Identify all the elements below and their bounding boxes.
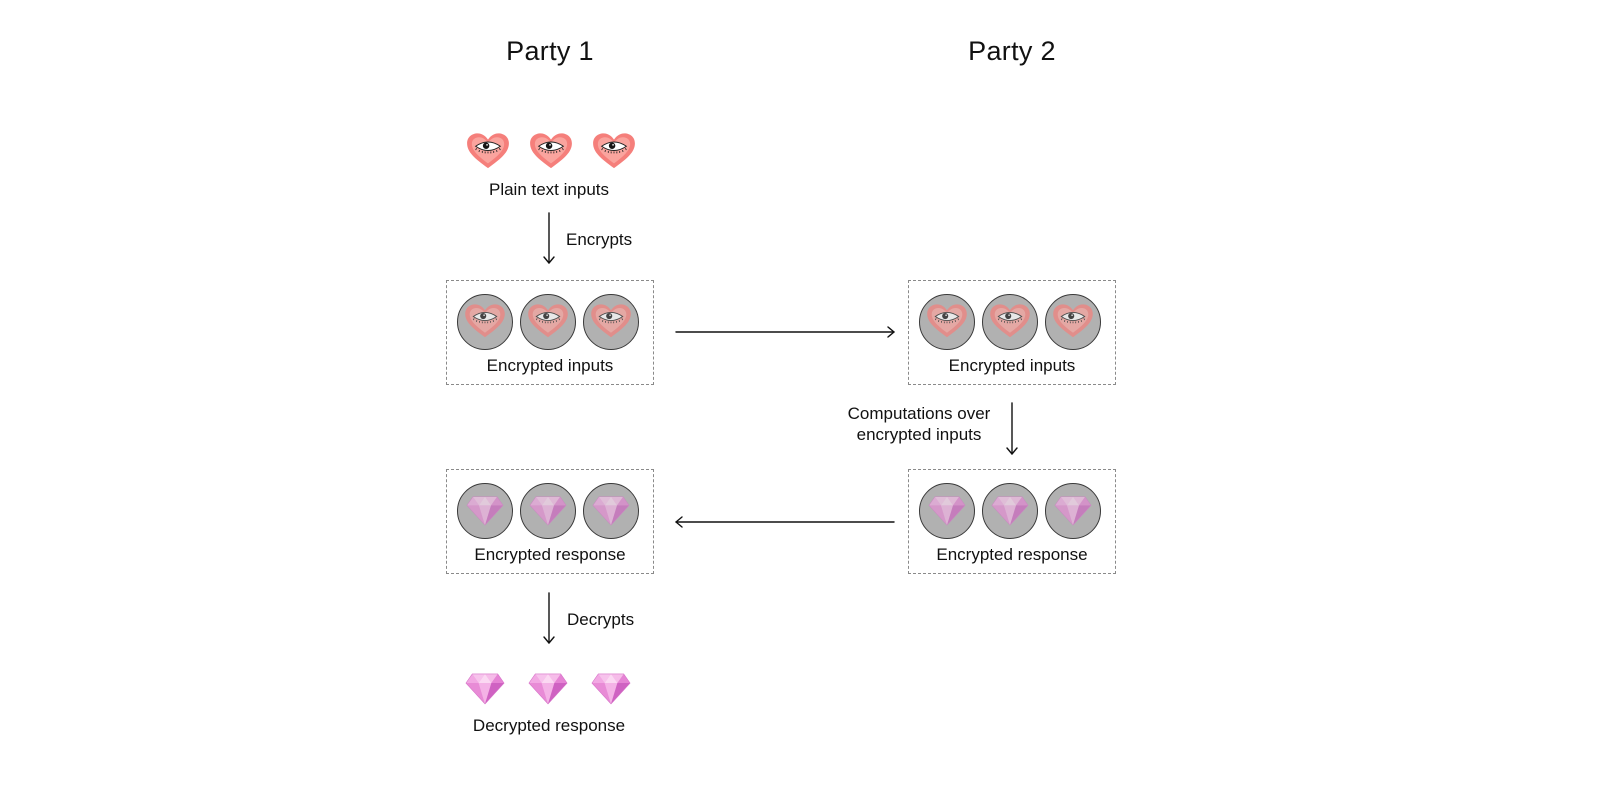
computations-label-line1: Computations over <box>847 404 991 423</box>
cipher-heart-icon <box>1045 294 1101 350</box>
cipher-gem-icon <box>583 483 639 539</box>
cipher-heart-icon <box>457 294 513 350</box>
p2-encrypted-response-label: Encrypted response <box>936 545 1088 564</box>
cipher-heart-icon <box>520 294 576 350</box>
computations-label: Computations over encrypted inputs <box>830 403 1008 445</box>
decrypted-response-label: Decrypted response <box>472 716 626 735</box>
p2-encrypted-inputs-box: Encrypted inputs <box>908 280 1116 385</box>
plain-inputs-label: Plain text inputs <box>488 180 609 199</box>
gem-icon <box>465 672 505 705</box>
encrypt-arrow <box>543 212 555 264</box>
p1-encrypted-inputs-label: Encrypted inputs <box>486 356 614 375</box>
send-to-party2-arrow <box>675 326 895 338</box>
cipher-gem-icon <box>520 483 576 539</box>
cipher-gem-icon <box>1045 483 1101 539</box>
computations-label-line2: encrypted inputs <box>856 425 982 444</box>
heart-eye-icon <box>465 132 511 170</box>
heart-eye-icon <box>591 132 637 170</box>
decrypt-arrow <box>543 592 555 644</box>
p2-encrypted-inputs-label: Encrypted inputs <box>948 356 1076 375</box>
party-2-title: Party 2 <box>968 36 1056 66</box>
cipher-gem-icon <box>919 483 975 539</box>
cipher-heart-icon <box>583 294 639 350</box>
p2-encrypted-response-box: Encrypted response <box>908 469 1116 574</box>
gem-icon <box>591 672 631 705</box>
return-to-party1-arrow <box>675 516 895 528</box>
gem-icon <box>528 672 568 705</box>
cipher-gem-icon <box>457 483 513 539</box>
encrypts-label: Encrypts <box>566 230 633 249</box>
cipher-gem-icon <box>982 483 1038 539</box>
cipher-heart-icon <box>919 294 975 350</box>
party-1-title: Party 1 <box>506 36 594 66</box>
p1-encrypted-inputs-box: Encrypted inputs <box>446 280 654 385</box>
cipher-heart-icon <box>982 294 1038 350</box>
decrypts-label: Decrypts <box>567 610 635 629</box>
p1-encrypted-response-label: Encrypted response <box>474 545 626 564</box>
p1-encrypted-response-box: Encrypted response <box>446 469 654 574</box>
compute-arrow <box>1006 402 1018 455</box>
heart-eye-icon <box>528 132 574 170</box>
